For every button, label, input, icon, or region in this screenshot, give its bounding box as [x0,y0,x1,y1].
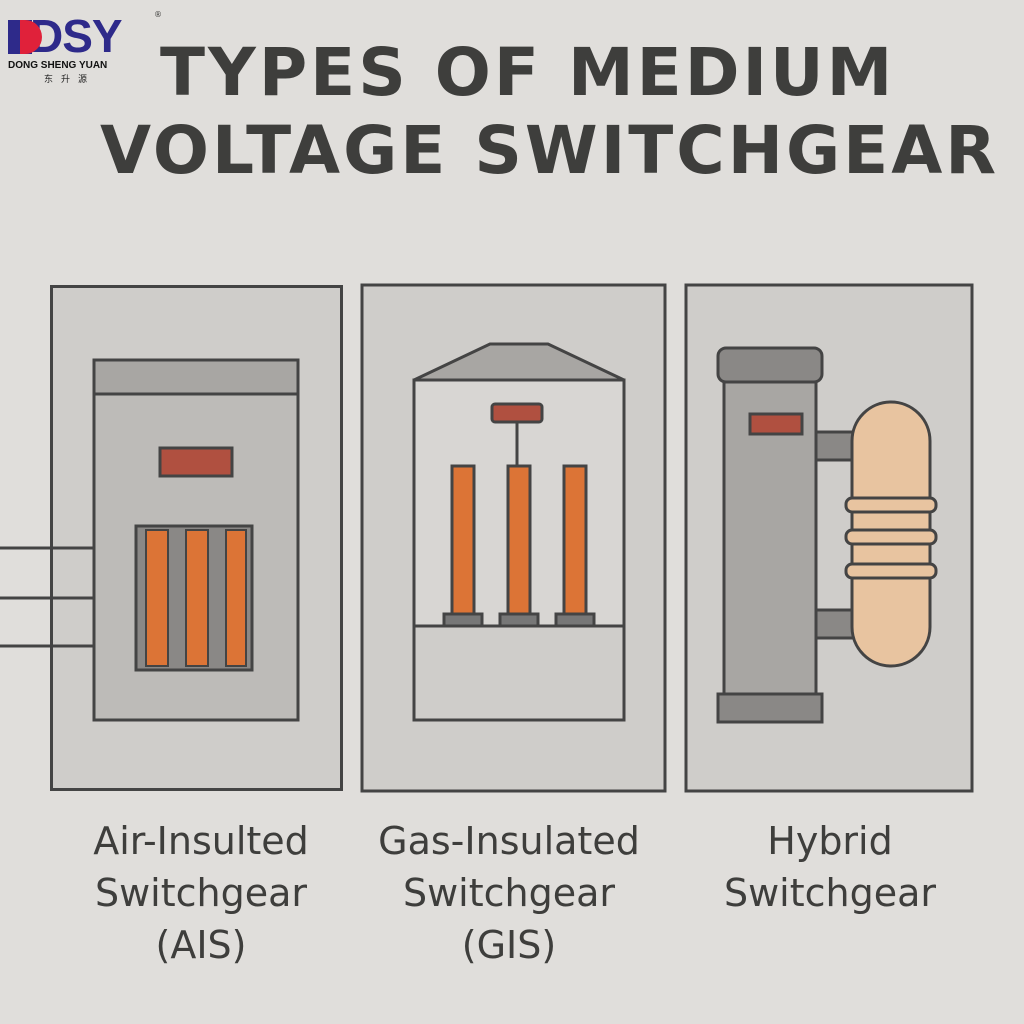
label-line: Switchgear [402,871,616,915]
indicator [490,402,544,424]
ais-illustration [0,358,300,722]
logo-name: DONG SHENG YUAN [8,60,108,71]
title-line-2: VOLTAGE SWITCHGEAR [100,112,1000,189]
gis-label: Gas-Insulated Switchgear (GIS) [354,815,664,971]
label-line: Air-Insulted [93,819,309,863]
logo-mark: DSY [30,10,123,62]
logo-d-red-icon [20,20,42,54]
label-line: Gas-Insulated [378,819,640,863]
logo-chinese: 东升源 [44,75,96,85]
switchgear-illustrations [0,283,974,793]
registered-mark: ® [154,10,162,19]
label-line: Hybrid [767,819,893,863]
indicator [748,412,804,436]
title-line-1: TYPES OF MEDIUM [160,34,896,111]
label-line: Switchgear [723,871,937,915]
hybrid-label: Hybrid Switchgear [680,815,980,919]
ais-label: Air-Insulted Switchgear (AIS) [46,815,356,971]
label-line: Switchgear [94,871,308,915]
company-logo: DSY ® DONG SHENG YUAN 东升源 [6,8,166,85]
gis-illustration [360,283,667,793]
indicator [158,446,234,478]
ais-cabinet-top [92,358,300,396]
label-line: (GIS) [461,923,557,967]
hybrid-illustration [684,283,974,793]
label-line: (AIS) [155,923,247,967]
